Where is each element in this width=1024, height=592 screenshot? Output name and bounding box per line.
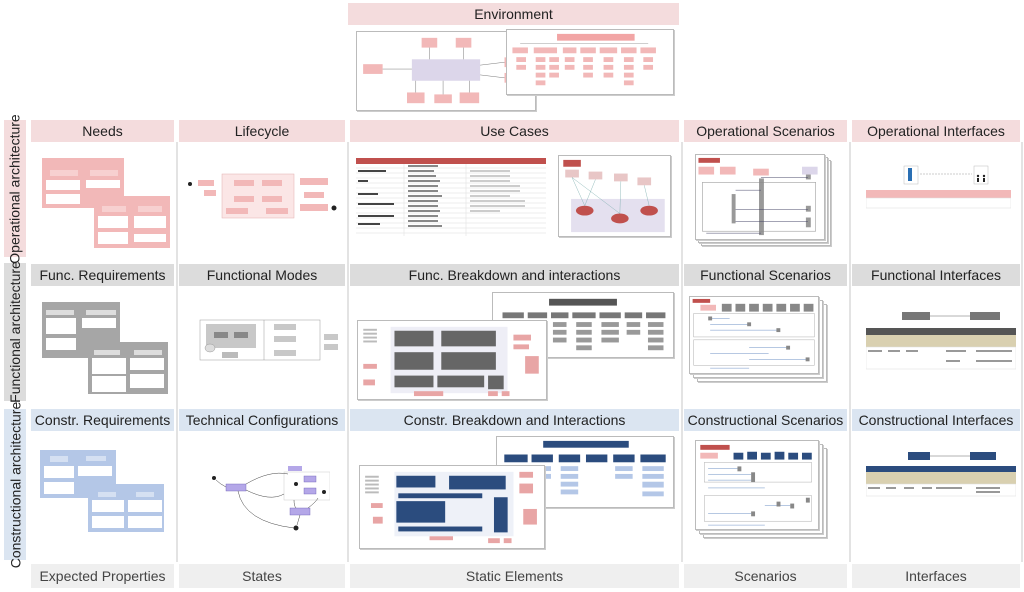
operational-interface-diagram[interactable] [865,164,1012,210]
header-lifecycle: Lifecycle [179,120,345,142]
use-case-diagram[interactable] [558,155,671,237]
environment-header: Environment [348,3,679,25]
footer-expected-properties: Expected Properties [31,564,174,588]
header-constr-requirements: Constr. Requirements [31,409,174,431]
functional-modes-diagram[interactable] [186,318,342,362]
footer-static-elements: Static Elements [350,564,679,588]
header-constructional-interfaces: Constructional Interfaces [852,409,1020,431]
needs-diagram[interactable] [34,156,174,252]
constructional-scenario-diagram[interactable] [695,440,819,530]
side-label-constructional: Constructional architecture [4,401,26,568]
stakeholders-diagram-thumbnail[interactable] [506,29,674,95]
use-case-table[interactable] [356,158,546,240]
header-functional-interfaces: Functional Interfaces [852,264,1020,286]
header-operational-interfaces: Operational Interfaces [852,120,1020,142]
header-use-cases: Use Cases [350,120,679,142]
operational-scenario-diagram[interactable] [695,154,825,240]
header-functional-scenarios: Functional Scenarios [684,264,847,286]
constructional-interface-diagram[interactable] [865,452,1017,498]
footer-states: States [179,564,345,588]
header-constr-breakdown: Constr. Breakdown and Interactions [350,409,679,431]
functional-interaction-diagram[interactable] [357,320,547,400]
header-technical-configurations: Technical Configurations [179,409,345,431]
functional-scenario-diagram[interactable] [689,296,819,374]
environment-cell [348,27,679,115]
constr-requirements-diagram[interactable] [36,448,166,534]
column-divider [176,142,178,562]
header-constructional-scenarios: Constructional Scenarios [684,409,847,431]
column-divider [849,142,851,562]
environment-title: Environment [474,6,553,22]
footer-interfaces: Interfaces [852,564,1020,588]
header-func-requirements: Func. Requirements [31,264,174,286]
column-divider [1021,142,1023,562]
functional-interface-diagram[interactable] [865,312,1017,374]
header-operational-scenarios: Operational Scenarios [684,120,847,142]
header-func-breakdown: Func. Breakdown and interactions [350,264,679,286]
technical-configurations-diagram[interactable] [200,462,331,532]
side-label-functional: Functional architecture [4,261,26,403]
lifecycle-diagram[interactable] [182,170,342,230]
func-requirements-diagram[interactable] [36,300,172,396]
header-functional-modes: Functional Modes [179,264,345,286]
column-divider [347,142,349,562]
constructional-interaction-diagram[interactable] [359,465,545,549]
header-needs: Needs [31,120,174,142]
side-label-operational: Operational architecture [4,114,26,263]
column-divider [681,142,683,562]
footer-scenarios: Scenarios [684,564,847,588]
